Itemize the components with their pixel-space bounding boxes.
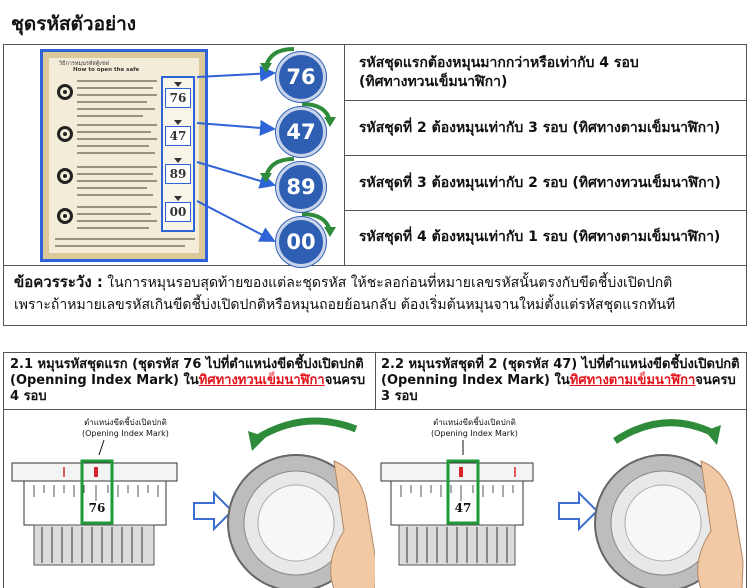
step-4-text: รหัสชุดที่ 4 ต้องหมุนเท่ากับ 1 รอบ (ทิศท… bbox=[359, 229, 721, 245]
dial-icon bbox=[57, 84, 73, 100]
code-circle-1: 76 bbox=[276, 52, 326, 102]
caution-label: ข้อควรระวัง : bbox=[14, 273, 103, 291]
card-subheading: How to open the safe bbox=[73, 67, 140, 73]
card-number: 00 bbox=[165, 202, 191, 222]
dial-icon bbox=[57, 126, 73, 142]
clockwise-arrow-icon bbox=[613, 419, 715, 444]
step-1-text: รหัสชุดแรกต้องหมุนมากกว่าหรือเท่ากับ 4 ร… bbox=[359, 55, 639, 90]
step-2-2-text: 2.2 หมุนรหัสชุดที่ 2 (ชุดรหัส 47) ไปที่ต… bbox=[381, 357, 740, 404]
divider bbox=[344, 155, 746, 156]
step-2-text: รหัสชุดที่ 2 ต้องหมุนเท่ากับ 3 รอบ (ทิศท… bbox=[359, 120, 721, 136]
opening-mark-label: ตำแหน่งขีดชี้บ่งเปิดปกติ (Opening Index … bbox=[82, 418, 169, 438]
page-title: ชุดรหัสตัวอย่าง bbox=[11, 13, 137, 35]
dial-illustration-ccw: ตำแหน่งขีดชี้บ่งเปิดปกติ (Opening Index … bbox=[4, 411, 375, 588]
code-circle-4: 00 bbox=[276, 217, 326, 267]
card-heading: วิธีการหมุนรหัสตู้เซฟ bbox=[59, 61, 109, 67]
dial-icon bbox=[57, 208, 73, 224]
dial-steps-panel: 2.1 หมุนรหัสชุดแรก (ชุดรหัส 76 ไปที่ตำแห… bbox=[3, 352, 747, 588]
card-number: 76 bbox=[165, 88, 191, 108]
divider bbox=[344, 100, 746, 101]
right-arrow-icon bbox=[193, 490, 234, 532]
example-codes-panel: วิธีการหมุนรหัสตู้เซฟ How to open the sa… bbox=[3, 44, 747, 326]
divider bbox=[375, 353, 376, 409]
divider bbox=[4, 265, 746, 266]
instruction-card-photo: วิธีการหมุนรหัสตู้เซฟ How to open the sa… bbox=[40, 49, 208, 262]
counterclockwise-arrow-icon bbox=[254, 417, 358, 442]
code-circle-3: 89 bbox=[276, 162, 326, 212]
direction-cw-label: ทิศทางตามเข็มนาฬิกา bbox=[569, 373, 696, 388]
divider bbox=[4, 409, 746, 410]
dial-number: 47 bbox=[454, 501, 472, 515]
right-arrow-icon bbox=[558, 490, 599, 532]
connector-lines bbox=[196, 47, 336, 242]
opening-mark-label: ตำแหน่งขีดชี้บ่งเปิดปกติ (Opening Index … bbox=[431, 418, 518, 438]
code-circle-2: 47 bbox=[276, 107, 326, 157]
step-3-text: รหัสชุดที่ 3 ต้องหมุนเท่ากับ 2 รอบ (ทิศท… bbox=[359, 175, 721, 191]
card-number: 89 bbox=[165, 164, 191, 184]
code-number-strip: 76 47 89 00 bbox=[161, 76, 195, 232]
caution-note: ข้อควรระวัง : ในการหมุนรอบสุดท้ายของแต่ล… bbox=[14, 273, 676, 313]
dial-illustration-cw: ตำแหน่งขีดชี้บ่งเปิดปกติ (Opening Index … bbox=[375, 411, 746, 588]
dial-number: 76 bbox=[88, 501, 106, 515]
dial-icon bbox=[57, 168, 73, 184]
card-number: 47 bbox=[165, 126, 191, 146]
divider bbox=[344, 210, 746, 211]
direction-ccw-label: ทิศทางทวนเข็มนาฬิกา bbox=[198, 373, 325, 388]
step-2-1-text: 2.1 หมุนรหัสชุดแรก (ชุดรหัส 76 ไปที่ตำแห… bbox=[10, 357, 366, 404]
